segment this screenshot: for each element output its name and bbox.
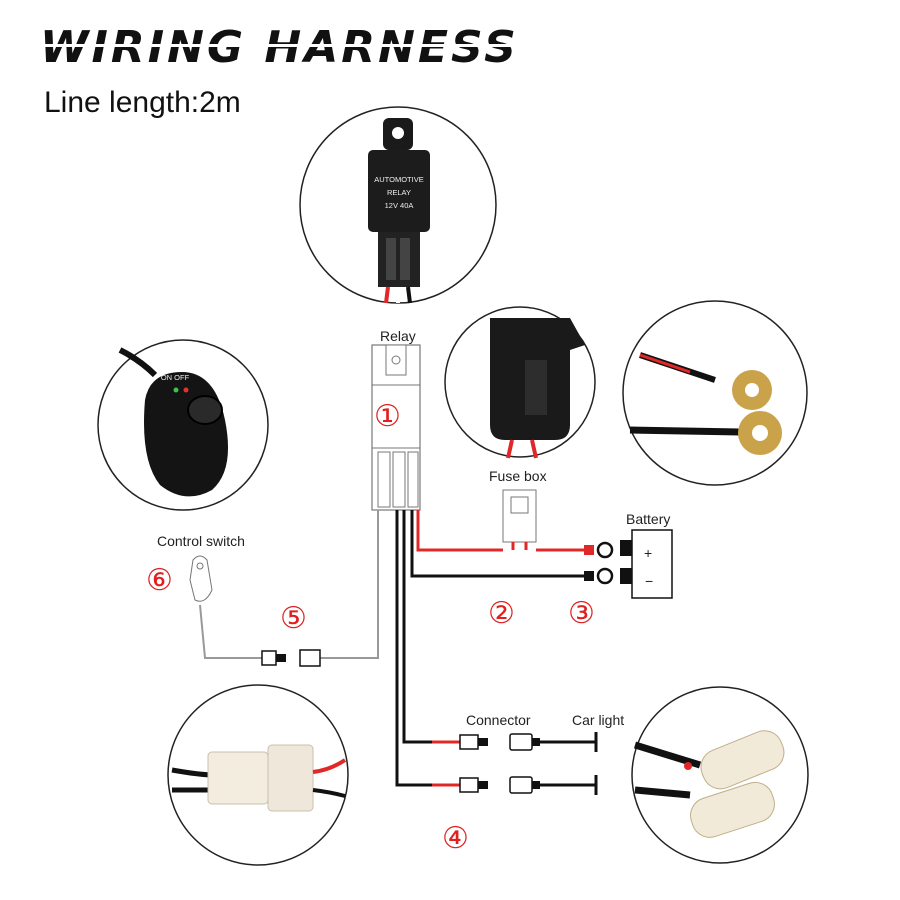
battery-label: Battery [626,511,670,527]
fuse-box-label: Fuse box [489,468,547,484]
marker-3: ③ [568,596,595,631]
relay-chip-line2: RELAY [387,188,411,197]
relay-photo-inset: AUTOMOTIVE RELAY 12V 40A [299,106,497,304]
control-switch-label: Control switch [157,533,245,549]
wires [199,510,595,787]
battery [584,529,673,599]
car-light-plug-photo-inset [631,686,809,864]
car-light-label: Car light [572,712,624,728]
marker-1: ① [374,399,401,434]
subtitle: Line length:2m [44,86,241,119]
switch-photo-inset: ON OFF [97,339,269,511]
switch-chip-label: ON OFF [161,373,190,382]
fuse-photo-inset [444,306,596,459]
connector-photo-inset [167,684,349,866]
relay-body [368,150,430,232]
battery-terminal-photo-inset [622,300,808,486]
marker-6: ⑥ [146,563,173,598]
marker-4: ④ [442,821,469,856]
marker-5: ⑤ [280,601,307,636]
control-switch-schematic [189,555,213,602]
switch-inline-connector [261,649,321,667]
red-wire [416,510,503,552]
switch-button [187,395,223,425]
black-wire [410,510,585,578]
marker-2: ② [488,596,515,631]
light-connectors [459,732,598,795]
title: WIRING HARNESS [40,22,519,73]
relay-label: Relay [380,328,416,344]
battery-plus: + [644,545,652,561]
relay-chip-line3: 12V 40A [385,201,414,210]
battery-minus: − [645,573,653,589]
relay-chip-line1: AUTOMOTIVE [374,175,423,184]
relay-schematic [371,344,421,511]
fuse-box [502,489,537,550]
connector-label: Connector [466,712,531,728]
